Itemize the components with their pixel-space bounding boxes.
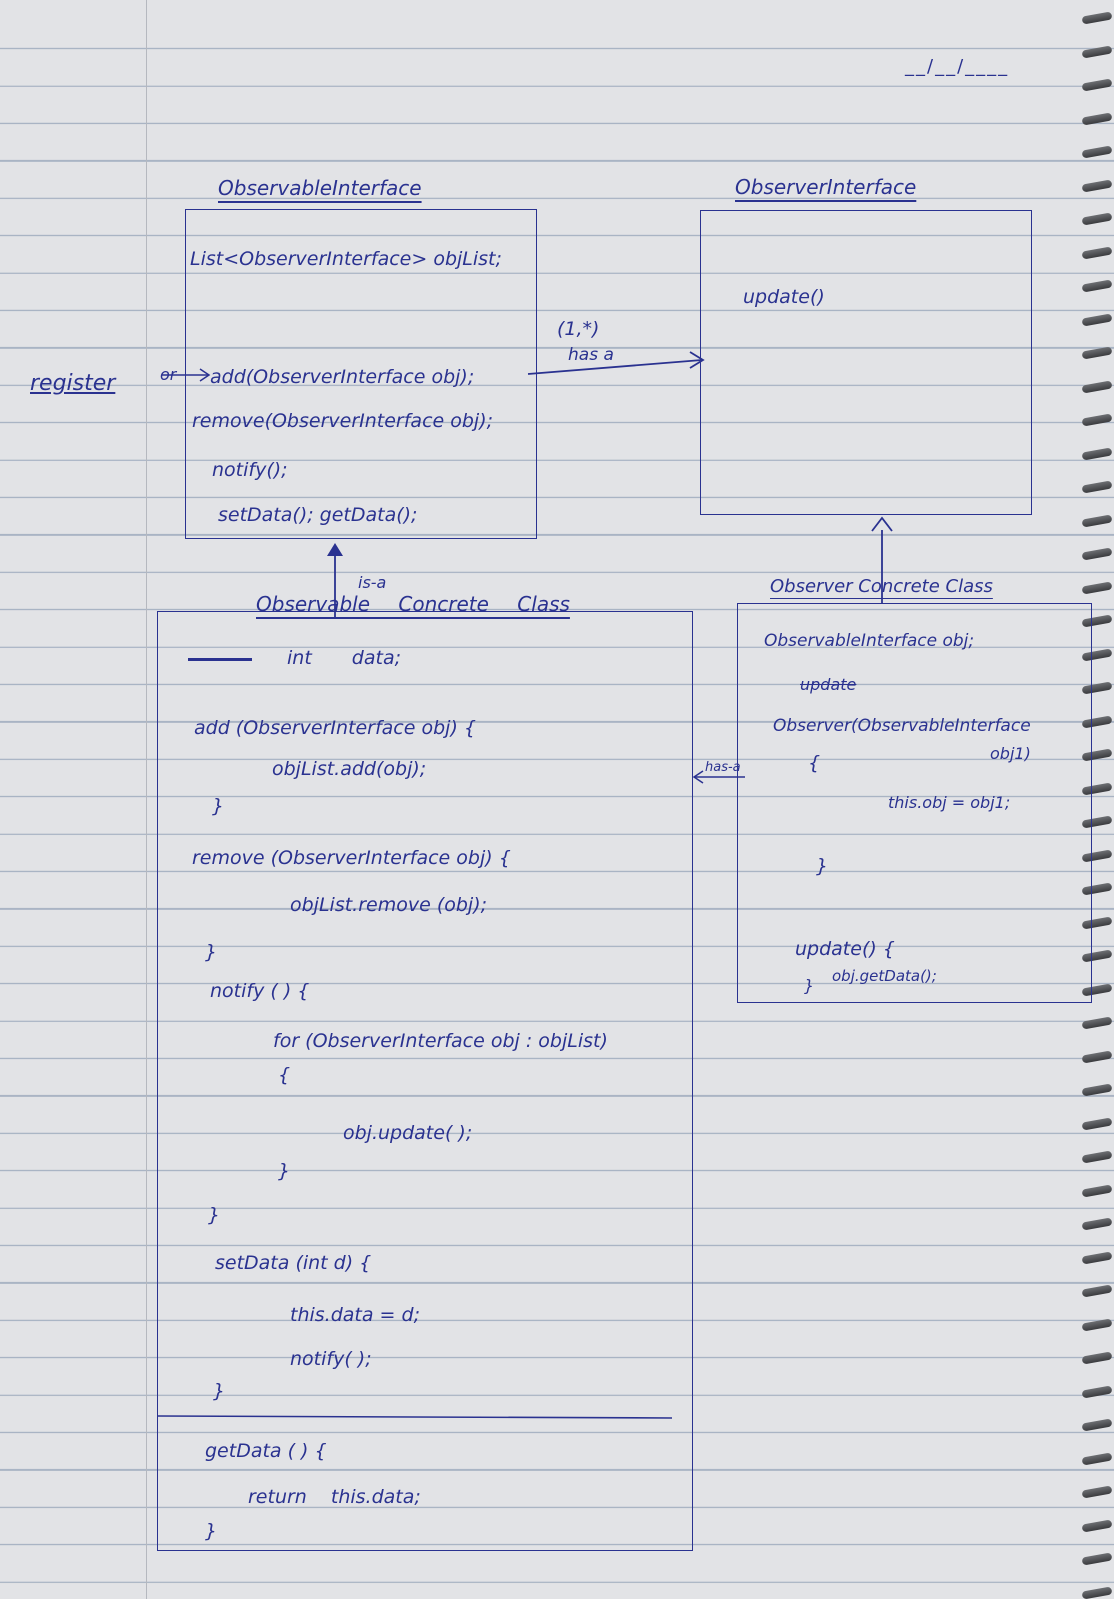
obc-update: update() { (795, 938, 895, 960)
oc-crossed-word (188, 648, 256, 666)
register-or: or (160, 365, 177, 384)
is-a-arrowhead-left (327, 543, 343, 556)
observer-concrete-box (737, 603, 1092, 1003)
oc-line-for-close: } (278, 1160, 291, 1182)
obc-assign: this.obj = obj1; (888, 793, 1011, 812)
obc-close-brace: } (816, 855, 829, 877)
is-a-label: is-a (358, 573, 387, 592)
observable-interface-field: List<ObserverInterface> objList; (190, 248, 502, 270)
observer-interface-box (700, 210, 1032, 515)
has-a-short-arrowhead (692, 770, 704, 784)
oc-line-getdata: getData ( ) { (205, 1440, 327, 1462)
oc-line-setdata-notify: notify( ); (290, 1348, 372, 1370)
getdata-divider (157, 1415, 673, 1419)
observer-concrete-title: Observer Concrete Class (770, 576, 993, 597)
observable-method-add: add(ObserverInterface obj); (210, 366, 475, 388)
oc-line-for: for (ObserverInterface obj : objList) (273, 1030, 608, 1052)
oc-line-add-body: objList.add(obj); (272, 758, 427, 780)
has-a-arrowhead (689, 351, 705, 369)
obc-open-brace: { (808, 752, 821, 774)
oc-line-setdata-close: } (213, 1380, 226, 1402)
date-placeholder: __/__/____ (905, 56, 1010, 77)
has-a-arrow-line (527, 359, 703, 375)
observable-method-remove: remove(ObserverInterface obj); (192, 410, 494, 432)
is-a-arrowhead-right (871, 516, 893, 532)
obc-constructor-param: obj1) (990, 744, 1031, 763)
oc-line-notify: notify ( ) { (210, 980, 310, 1002)
observable-interface-box (185, 209, 537, 539)
obc-constructor: Observer(ObservableInterface (773, 716, 1031, 736)
oc-field: int data; (287, 647, 402, 669)
oc-line-remove-body: objList.remove (obj); (290, 894, 488, 916)
oc-line-setdata: setData (int d) { (215, 1252, 372, 1274)
observer-interface-title: ObserverInterface (735, 175, 917, 199)
register-label: register (30, 371, 116, 396)
oc-line-remove: remove (ObserverInterface obj) { (192, 847, 511, 869)
observable-concrete-box (157, 611, 693, 1551)
oc-line-update-call: obj.update( ); (343, 1122, 473, 1144)
obc-update-close: } (804, 976, 815, 995)
observable-method-data: setData(); getData(); (218, 504, 418, 526)
oc-line-for-open: { (278, 1064, 291, 1086)
register-arrowhead (199, 368, 211, 382)
observable-interface-title: ObservableInterface (218, 176, 422, 200)
oc-line-getdata-close: } (205, 1520, 218, 1542)
oc-line-notify-close: } (208, 1204, 221, 1226)
multiplicity-label: (1,*) (557, 318, 600, 340)
oc-line-remove-close: } (205, 941, 218, 963)
observable-concrete-title: Observable Concrete Class (256, 592, 570, 616)
oc-line-add: add (ObserverInterface obj) { (194, 717, 476, 739)
oc-line-add-close: } (212, 795, 225, 817)
margin-line (146, 0, 148, 1599)
observer-method-update: update() (743, 286, 825, 308)
obc-crossed-update: update (800, 675, 857, 694)
obc-update-body: obj.getData(); (832, 967, 937, 985)
observable-method-notify: notify(); (212, 459, 288, 481)
oc-line-setdata-assign: this.data = d; (290, 1304, 420, 1326)
obc-field: ObservableInterface obj; (764, 631, 975, 651)
has-a-label: has a (568, 345, 614, 365)
has-a-short-label: has-a (705, 760, 741, 775)
oc-line-getdata-return: return this.data; (248, 1486, 421, 1508)
